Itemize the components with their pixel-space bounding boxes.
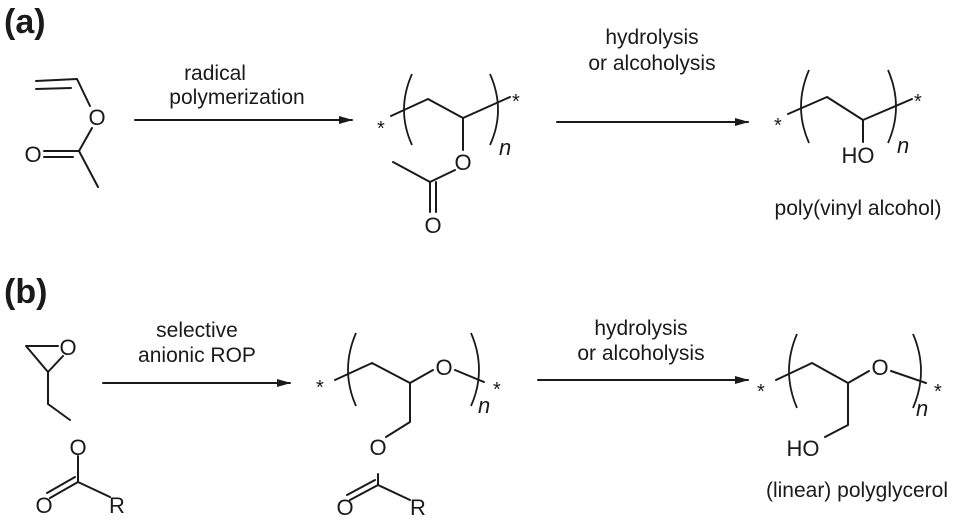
repeat-n: n: [897, 133, 909, 158]
poly-vinyl-alcohol-structure: * HO n * poly(vinyl alcohol): [774, 69, 942, 220]
atom-ho: HO: [787, 436, 820, 461]
repeat-n: n: [916, 396, 928, 421]
end-group-star: *: [774, 115, 782, 137]
bracket-left: [403, 73, 413, 146]
atom-o: O: [424, 213, 441, 238]
atom-o: O: [369, 435, 386, 460]
arrow-label-line2: or alcoholysis: [588, 52, 715, 75]
bracket-left: [347, 332, 357, 407]
atom-o: O: [435, 355, 452, 380]
arrow-label-line1: selective: [156, 319, 238, 342]
end-group-star: *: [493, 379, 501, 401]
atom-o: O: [454, 150, 471, 175]
repeat-n: n: [478, 393, 490, 418]
atom-o: O: [24, 142, 41, 167]
repeat-n: n: [499, 135, 511, 160]
arrow-label-line2: anionic ROP: [138, 344, 256, 367]
atom-ho: HO: [842, 143, 875, 168]
vinyl-acetate-structure: O O: [24, 78, 106, 188]
atom-r: R: [109, 493, 125, 518]
end-group-star: *: [757, 381, 765, 403]
atom-o: O: [59, 335, 76, 360]
end-group-star: *: [934, 381, 942, 403]
atom-o: O: [88, 105, 105, 130]
end-group-star: *: [377, 118, 385, 140]
bracket-left: [788, 333, 798, 409]
arrow-label-line1: hydrolysis: [605, 26, 698, 49]
panel-a-label: (a): [4, 3, 46, 41]
atom-o: O: [69, 435, 86, 460]
poly-vinyl-acetate-structure: * O O n *: [377, 73, 520, 238]
end-group-star: *: [316, 377, 324, 399]
end-group-star: *: [512, 91, 520, 113]
poly-glycidyl-ester-structure: * O O O R n *: [316, 332, 501, 520]
atom-r: R: [410, 495, 426, 520]
arrow-label-line1: hydrolysis: [594, 317, 687, 340]
bracket-right: [489, 73, 499, 146]
bracket-left: [800, 69, 810, 144]
glycidyl-ester-structure: O O O R: [25, 335, 125, 518]
bracket-right: [470, 332, 480, 407]
end-group-star: *: [914, 91, 922, 113]
arrow-label-line2: or alcoholysis: [577, 342, 704, 365]
atom-o: O: [336, 495, 353, 520]
bracket-right: [887, 69, 897, 144]
product-name: poly(vinyl alcohol): [775, 197, 942, 220]
arrow-label-line1: radical: [184, 62, 246, 85]
atom-o: O: [35, 493, 52, 518]
bracket-right: [912, 333, 922, 409]
panel-b: (b) O O O R selective anionic ROP * O O …: [4, 273, 948, 520]
arrow-label-line2: polymerization: [169, 86, 304, 109]
panel-a: (a) O O radical polymerization * O O n *…: [4, 3, 941, 238]
panel-b-label: (b): [4, 273, 47, 311]
linear-polyglycerol-structure: * O HO n * (linear) polyglycerol: [757, 333, 948, 502]
product-name: (linear) polyglycerol: [766, 479, 948, 502]
atom-o: O: [871, 355, 888, 380]
